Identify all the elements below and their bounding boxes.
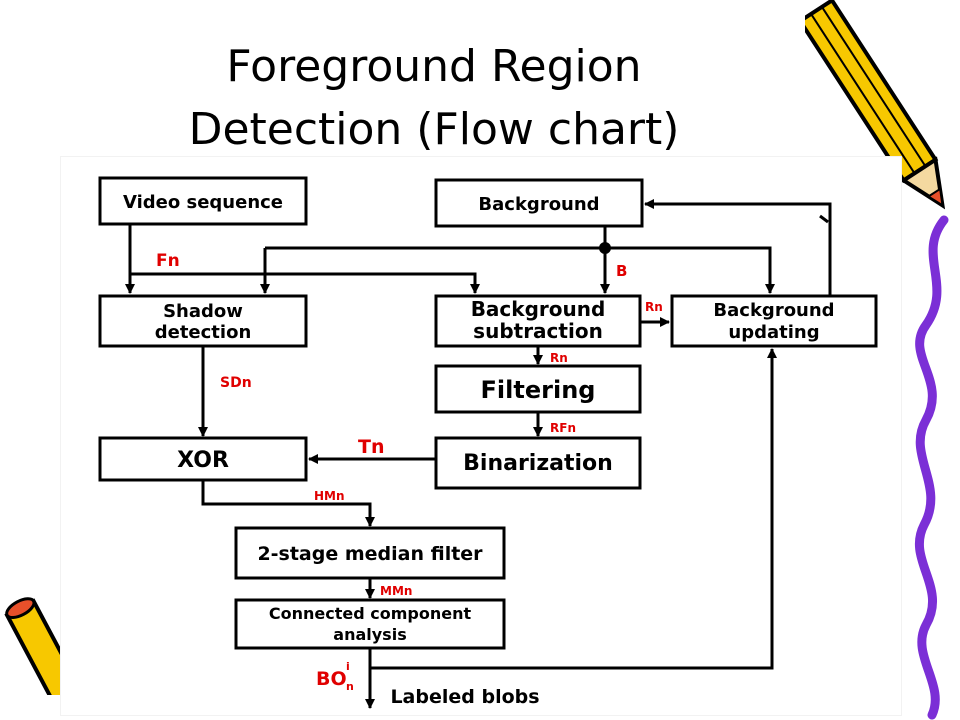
background-updating-label-2: updating bbox=[728, 322, 819, 343]
signal-bo-sub: n bbox=[346, 680, 354, 693]
pencil-icon bbox=[805, 0, 946, 210]
video-sequence-label: Video sequence bbox=[123, 192, 283, 213]
squiggle-decoration bbox=[914, 215, 949, 720]
background-updating-label-1: Background bbox=[713, 300, 834, 321]
signal-hmn: HMn bbox=[314, 489, 345, 503]
shadow-detection-label-1: Shadow bbox=[163, 301, 243, 322]
signal-rn-down: Rn bbox=[550, 351, 568, 365]
binarization-box bbox=[434, 436, 642, 490]
background-subtraction-label-2: subtraction bbox=[473, 319, 603, 343]
shadow-detection-box bbox=[98, 294, 308, 348]
signal-tn: Tn bbox=[358, 436, 385, 458]
filtering-box bbox=[434, 364, 642, 414]
slide-title-line-2: Detection (Flow chart) bbox=[188, 104, 680, 155]
background-subtraction-label-1: Background bbox=[471, 297, 606, 321]
filtering-label: Filtering bbox=[481, 376, 596, 404]
signal-mmn: MMn bbox=[380, 584, 412, 598]
binarization-label: Binarization bbox=[463, 451, 613, 476]
connected-component-label-1: Connected component bbox=[269, 604, 472, 623]
connected-component-label-2: analysis bbox=[333, 625, 406, 644]
flow-chart: Video sequence Background Shadow detecti… bbox=[60, 156, 902, 716]
median-filter-box bbox=[234, 526, 506, 580]
background-updating-box bbox=[670, 294, 878, 348]
median-filter-label: 2-stage median filter bbox=[257, 543, 483, 565]
signal-rn-right: Rn bbox=[645, 300, 663, 314]
slide-title-line-1: Foreground Region bbox=[226, 41, 642, 92]
junction-dot bbox=[599, 242, 611, 254]
labeled-blobs-label: Labeled blobs bbox=[390, 686, 539, 708]
signal-bo: BO bbox=[316, 668, 347, 690]
signal-b: B bbox=[616, 262, 627, 280]
signal-fn: Fn bbox=[156, 251, 180, 271]
signal-sdn: SDn bbox=[220, 375, 252, 391]
shadow-detection-label-2: detection bbox=[155, 322, 252, 343]
background-box bbox=[434, 178, 644, 228]
flow-chart-svg: Video sequence Background Shadow detecti… bbox=[98, 176, 878, 709]
signal-bo-sup: i bbox=[346, 660, 350, 673]
connected-component-box bbox=[234, 598, 506, 650]
xor-box bbox=[98, 436, 308, 482]
background-subtraction-box bbox=[434, 294, 642, 348]
signal-rfn: RFn bbox=[550, 421, 576, 435]
video-sequence-box bbox=[98, 176, 308, 226]
background-label: Background bbox=[478, 194, 599, 215]
xor-label: XOR bbox=[177, 448, 229, 473]
